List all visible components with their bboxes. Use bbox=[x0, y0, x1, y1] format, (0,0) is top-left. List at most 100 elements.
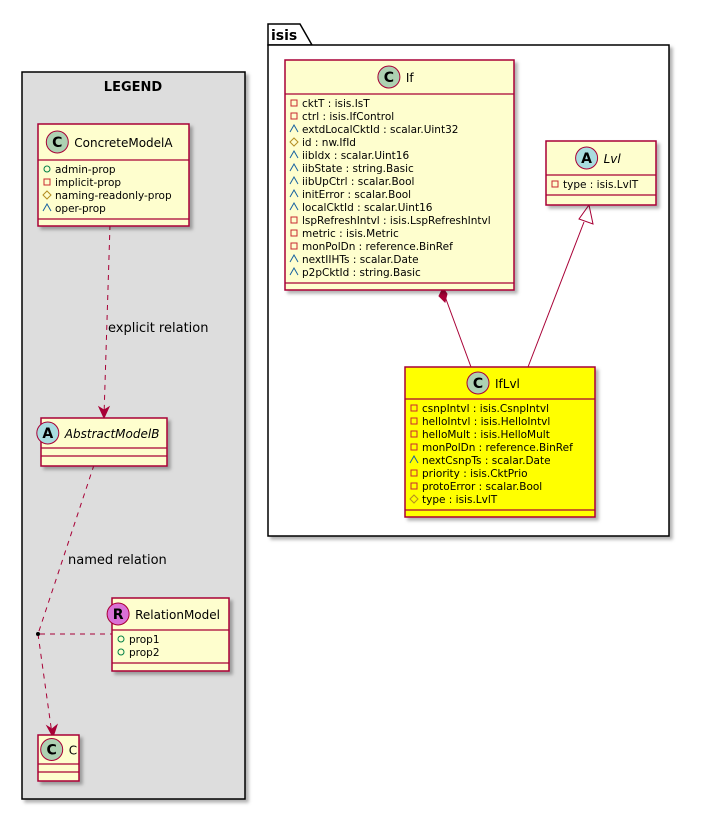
class-name: If bbox=[406, 71, 415, 85]
public-visibility-icon bbox=[117, 648, 125, 656]
package-visibility-icon bbox=[289, 266, 299, 276]
class-attribute: iibState : string.Basic bbox=[302, 163, 414, 175]
class-name: RelationModel bbox=[135, 608, 220, 622]
class-iflvl: C IfLvl csnpIntvl : isis.CsnpIntvlhelloInt… bbox=[404, 366, 596, 518]
class-attribute: type : isis.LvlT bbox=[563, 179, 639, 191]
class-box bbox=[40, 417, 168, 467]
class-attribute: lspRefreshIntvl : isis.LspRefreshIntvl bbox=[302, 215, 491, 227]
class-attribute: initError : scalar.Bool bbox=[302, 189, 411, 201]
named-relation-label: named relation bbox=[68, 553, 167, 568]
private-visibility-icon bbox=[290, 242, 298, 250]
class-attribute: iibIdx : scalar.Uint16 bbox=[302, 150, 409, 162]
relations: explicit relation named relation bbox=[36, 203, 594, 739]
class-attribute: priority : isis.CktPrio bbox=[422, 468, 528, 480]
class-box bbox=[284, 59, 515, 291]
named-relation-arrowhead bbox=[45, 723, 59, 739]
private-visibility-icon bbox=[290, 229, 298, 237]
private-visibility-icon bbox=[551, 180, 559, 188]
class-name: Lvl bbox=[604, 152, 622, 166]
protected-visibility-icon bbox=[42, 190, 52, 200]
class-attribute: type : isis.LvlT bbox=[422, 494, 498, 506]
composition-diamond bbox=[438, 287, 448, 303]
class-attribute: localCktId : scalar.Uint16 bbox=[302, 202, 433, 214]
class-attribute: nextCsnpTs : scalar.Date bbox=[422, 455, 551, 467]
protected-visibility-icon bbox=[409, 494, 419, 504]
class-attribute: nextIIHTs : scalar.Date bbox=[302, 254, 419, 266]
legend-title: LEGEND bbox=[104, 80, 163, 95]
explicit-relation-label: explicit relation bbox=[108, 321, 208, 336]
class-name: AbstractModelB bbox=[64, 427, 160, 441]
class-attribute: cktT : isis.IsT bbox=[302, 98, 370, 110]
private-visibility-icon bbox=[43, 178, 51, 186]
class-abstract: A AbstractModelB bbox=[36, 417, 168, 467]
named-relation-line-lower bbox=[37, 633, 53, 735]
package-visibility-icon bbox=[409, 454, 419, 464]
private-visibility-icon bbox=[290, 112, 298, 120]
private-visibility-icon bbox=[410, 482, 418, 490]
package-visibility-icon bbox=[289, 162, 299, 172]
stereotype-c-icon bbox=[377, 65, 401, 89]
package-visibility-icon bbox=[289, 175, 299, 185]
public-visibility-icon bbox=[43, 165, 51, 173]
class-attribute: implicit-prop bbox=[55, 177, 121, 189]
private-visibility-icon bbox=[410, 430, 418, 438]
class-attribute: p2pCktId : string.Basic bbox=[302, 267, 421, 279]
class-attribute: admin-prop bbox=[55, 164, 116, 176]
stereotype-r-icon bbox=[106, 602, 130, 626]
package-visibility-icon bbox=[289, 188, 299, 198]
private-visibility-icon bbox=[410, 404, 418, 412]
private-visibility-icon bbox=[410, 417, 418, 425]
class-name: ConcreteModelA bbox=[74, 136, 173, 150]
class-attribute: monPolDn : reference.BinRef bbox=[302, 241, 453, 253]
stereotype-letter: A bbox=[42, 426, 53, 442]
composition-line bbox=[442, 290, 472, 368]
public-visibility-icon bbox=[117, 635, 125, 643]
generalization-line bbox=[527, 221, 585, 368]
package-visibility-icon bbox=[289, 123, 299, 133]
class-attribute: helloIntvl : isis.HelloIntvl bbox=[422, 416, 550, 428]
private-visibility-icon bbox=[290, 216, 298, 224]
package-visibility-icon bbox=[42, 202, 52, 212]
stereotype-a-icon bbox=[575, 146, 599, 170]
class-name: IfLvl bbox=[495, 377, 520, 391]
stereotype-letter: R bbox=[113, 607, 124, 623]
class-attribute: oper-prop bbox=[55, 203, 106, 215]
package-visibility-icon bbox=[289, 253, 299, 263]
class-name: C bbox=[69, 744, 77, 758]
class-box bbox=[545, 140, 657, 206]
private-visibility-icon bbox=[410, 469, 418, 477]
protected-visibility-icon bbox=[289, 137, 299, 147]
explicit-relation-line bbox=[103, 224, 111, 417]
class-attribute: monPolDn : reference.BinRef bbox=[422, 442, 573, 454]
class-attribute: protoError : scalar.Bool bbox=[422, 481, 542, 493]
class-attribute: prop2 bbox=[129, 647, 160, 659]
private-visibility-icon bbox=[290, 99, 298, 107]
stereotype-letter: C bbox=[473, 376, 483, 392]
class-attribute: prop1 bbox=[129, 634, 160, 646]
association-point bbox=[36, 632, 40, 636]
stereotype-a-icon bbox=[36, 421, 60, 445]
generalization-arrowhead bbox=[578, 203, 594, 225]
class-attribute: helloMult : isis.HelloMult bbox=[422, 429, 550, 441]
stereotype-letter: C bbox=[384, 70, 394, 86]
stereotype-c-icon bbox=[40, 738, 64, 761]
class-attribute: metric : isis.Metric bbox=[302, 228, 399, 240]
stereotype-letter: A bbox=[581, 151, 592, 167]
class-box bbox=[404, 366, 596, 518]
stereotype-letter: C bbox=[47, 743, 57, 759]
class-attribute: ctrl : isis.IfControl bbox=[302, 111, 394, 123]
package-name: isis bbox=[271, 28, 297, 44]
stereotype-c-icon bbox=[45, 130, 69, 154]
class-attribute: csnpIntvl : isis.CsnpIntvl bbox=[422, 403, 549, 415]
package-visibility-icon bbox=[289, 201, 299, 211]
class-attribute: extdLocalCktId : scalar.Uint32 bbox=[302, 124, 458, 136]
package-visibility-icon bbox=[289, 149, 299, 159]
class-attribute: naming-readonly-prop bbox=[55, 190, 172, 202]
class-box bbox=[111, 597, 230, 672]
